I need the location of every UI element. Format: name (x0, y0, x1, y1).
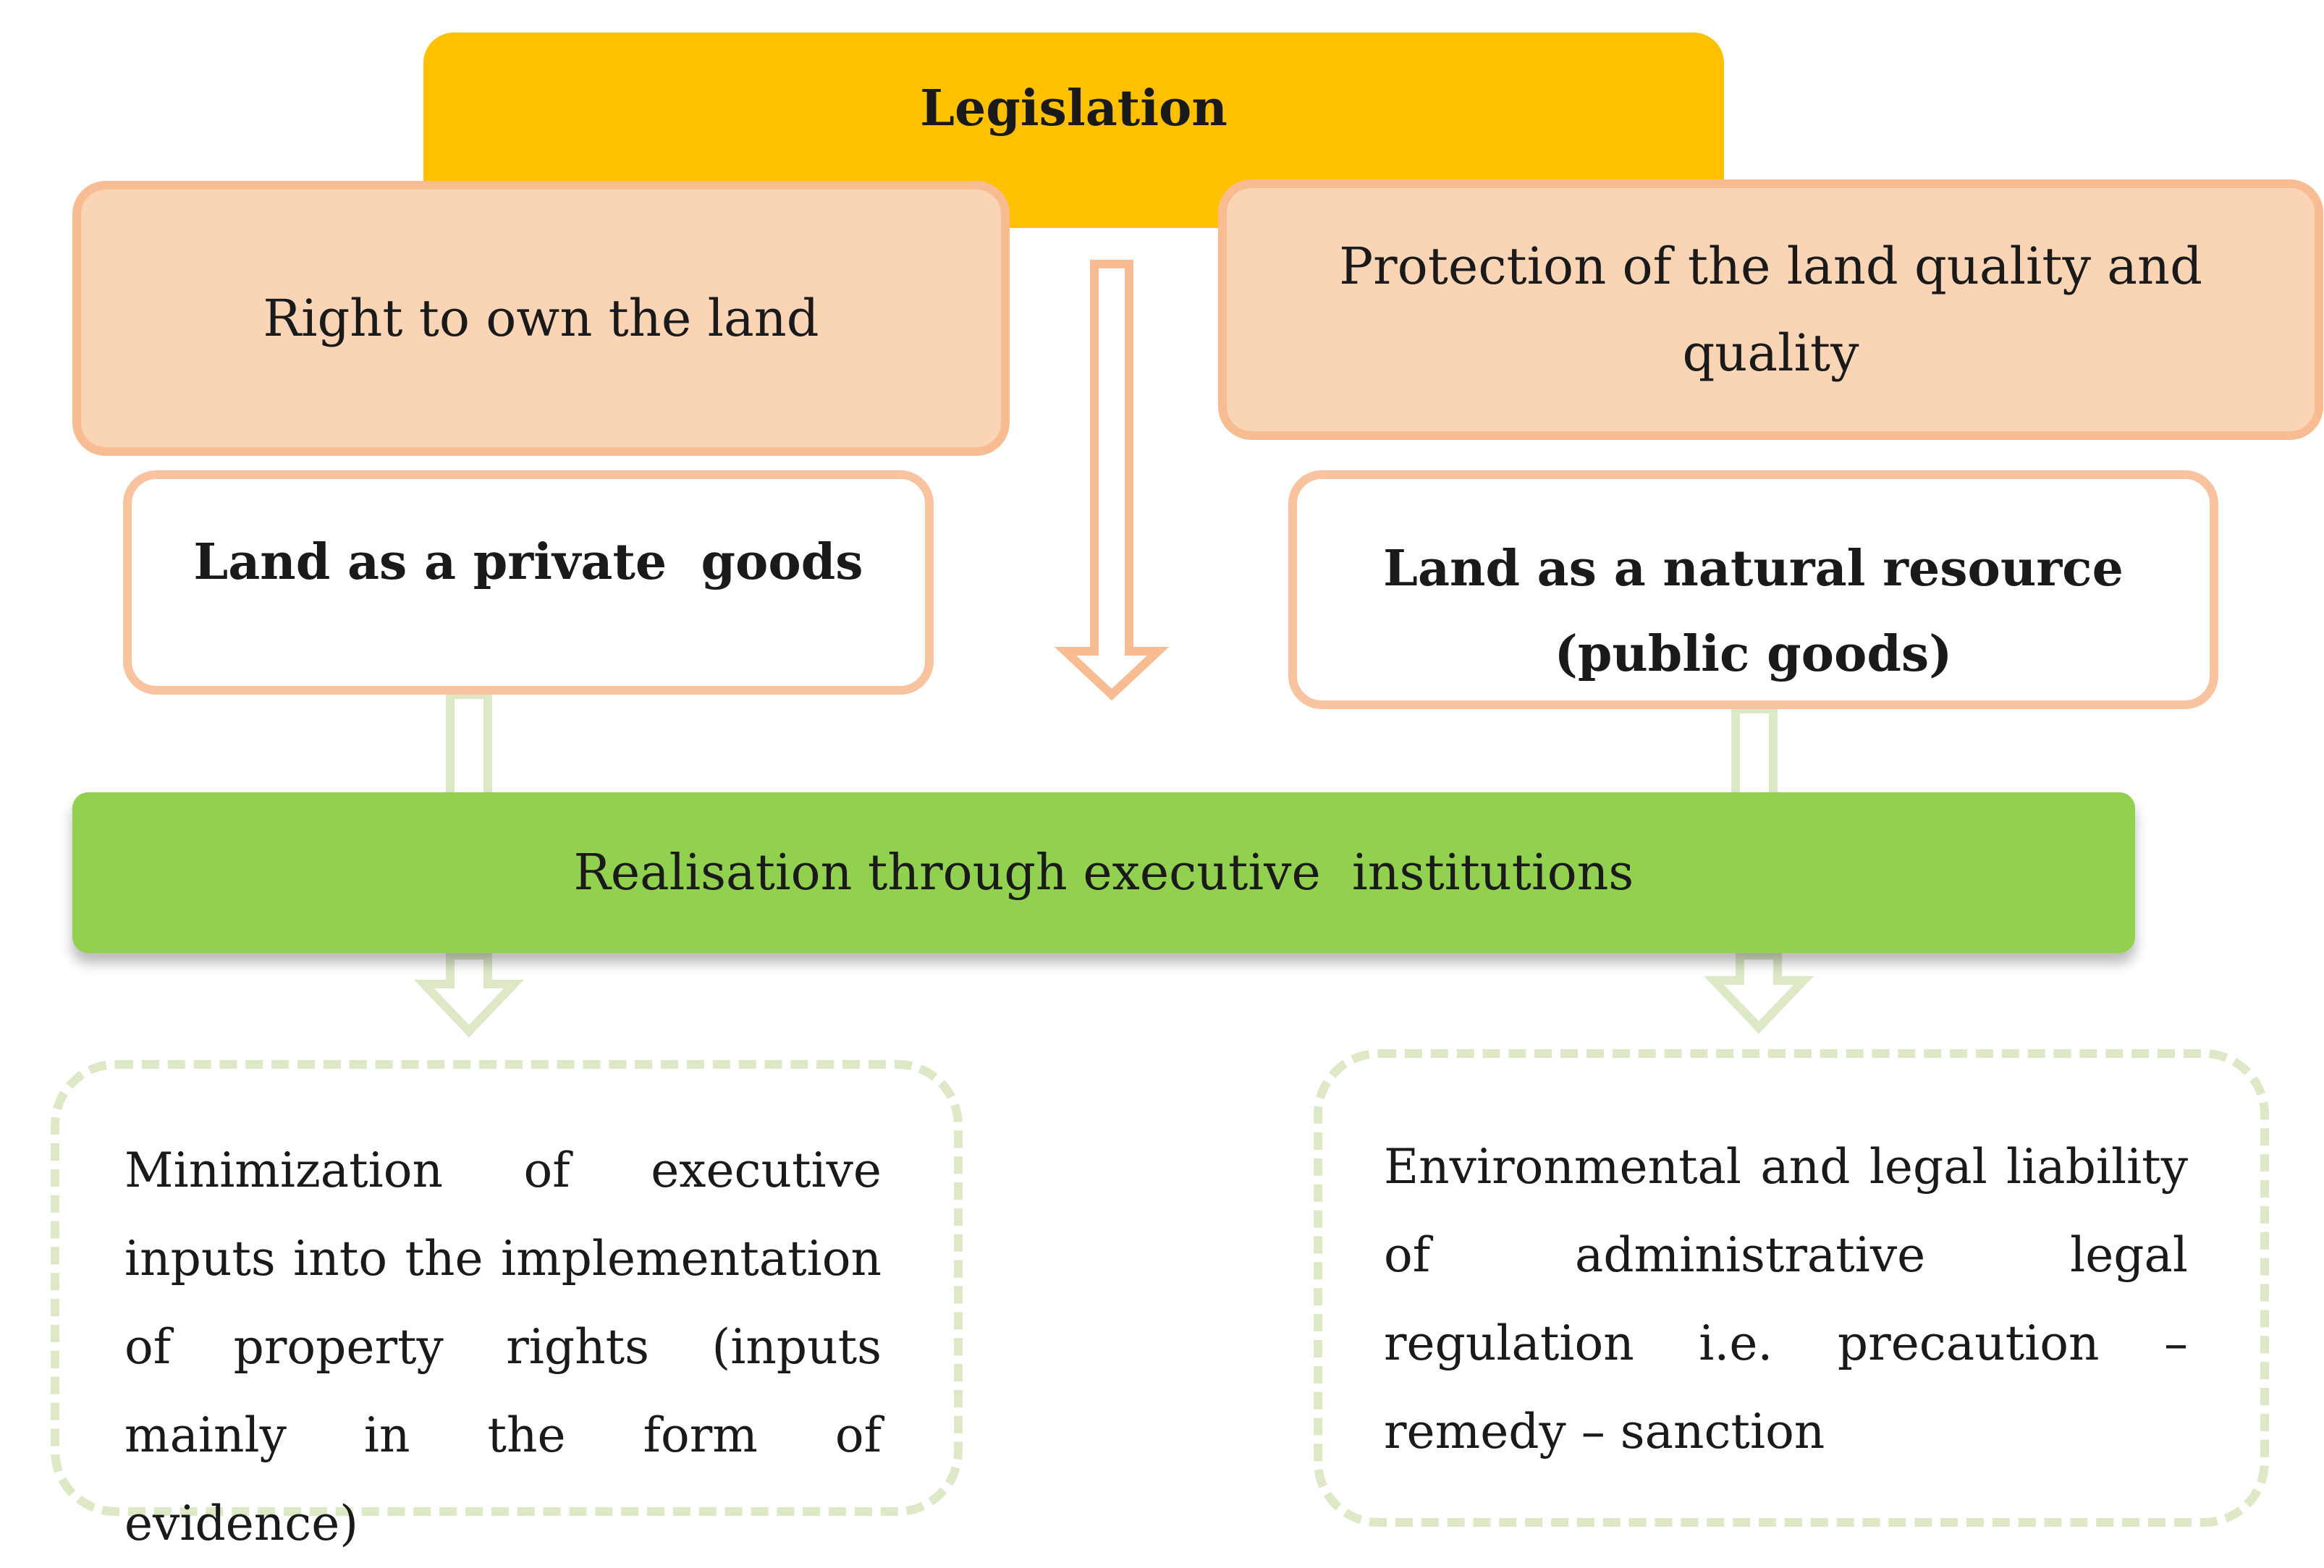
left-down-arrow (413, 951, 525, 1038)
protection-box: Protection of the land quality and quali… (1218, 179, 2323, 440)
liability-text: Environmental and legal liability of adm… (1384, 1139, 2188, 1459)
right-to-own-box: Right to own the land (72, 181, 1010, 456)
private-goods-label: Land as a private goods (193, 533, 863, 591)
right-down-arrow (1703, 951, 1814, 1034)
natural-resource-label: Land as a natural resource (public goods… (1383, 540, 2124, 683)
private-goods-box: Land as a private goods (123, 470, 934, 695)
minimization-box: Minimization of executive inputs into th… (51, 1060, 963, 1551)
liability-box: Environmental and legal liability of adm… (1314, 1049, 2269, 1527)
protection-label: Protection of the land quality and quali… (1339, 237, 2202, 383)
realisation-label: Realisation through executive institutio… (573, 844, 1634, 902)
right-to-own-label: Right to own the land (263, 289, 819, 348)
minimization-text: Minimization of executive inputs into th… (124, 1143, 882, 1551)
natural-resource-box: Land as a natural resource (public goods… (1288, 470, 2218, 709)
realisation-box: Realisation through executive institutio… (72, 792, 2135, 953)
left-connector-arrow (450, 690, 492, 792)
right-connector-arrow (1731, 709, 1778, 792)
center-down-arrow (1054, 260, 1170, 701)
legislation-label: Legislation (920, 80, 1228, 137)
